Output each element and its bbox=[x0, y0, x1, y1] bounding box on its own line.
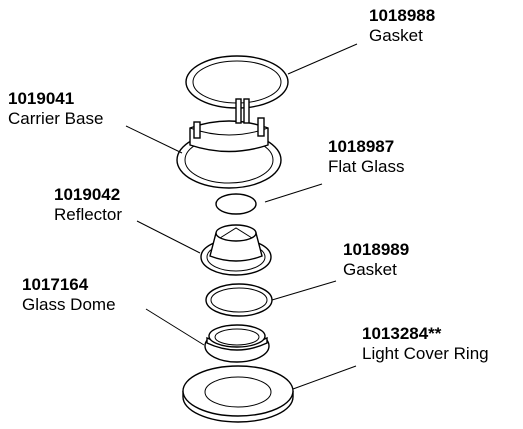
gasket-middle-drawing bbox=[205, 283, 273, 317]
part-number: 1018989 bbox=[343, 240, 410, 259]
part-number: 1018988 bbox=[369, 6, 436, 25]
callout-gasket-top: 1018988 Gasket bbox=[369, 6, 435, 46]
callout-flat-glass: 1018987 Flat Glass bbox=[328, 137, 405, 177]
part-name: Flat Glass bbox=[328, 157, 405, 176]
carrier-base-drawing bbox=[176, 98, 282, 189]
leader-1019042 bbox=[136, 220, 201, 254]
leader-lines bbox=[125, 43, 358, 390]
part-name: Gasket bbox=[369, 26, 423, 45]
part-name: Reflector bbox=[54, 205, 123, 224]
callout-carrier-base: 1019041 Carrier Base bbox=[8, 89, 103, 129]
reflector-drawing bbox=[200, 224, 272, 276]
part-number: 1013284** bbox=[362, 324, 442, 343]
light-cover-ring-drawing bbox=[182, 365, 294, 423]
part-name: Carrier Base bbox=[8, 109, 104, 128]
callout-gasket-middle: 1018989 Gasket bbox=[343, 240, 409, 280]
part-name: Gasket bbox=[343, 260, 397, 279]
leader-1017164 bbox=[145, 308, 205, 346]
part-number: 1019042 bbox=[54, 185, 121, 204]
leader-1018989 bbox=[271, 280, 337, 301]
part-name: Light Cover Ring bbox=[362, 344, 489, 363]
part-number: 1019041 bbox=[8, 89, 75, 108]
callout-light-cover-ring: 1013284** Light Cover Ring bbox=[362, 324, 489, 364]
flat-glass-drawing bbox=[215, 193, 257, 215]
part-number: 1018987 bbox=[328, 137, 395, 156]
glass-dome-drawing bbox=[204, 324, 270, 363]
leader-1013284 bbox=[292, 365, 357, 390]
leader-1018988 bbox=[287, 43, 358, 75]
leader-1019041 bbox=[125, 125, 183, 154]
part-number: 1017164 bbox=[22, 275, 89, 294]
leader-1018987 bbox=[264, 183, 323, 203]
part-name: Glass Dome bbox=[22, 295, 116, 314]
callout-reflector: 1019042 Reflector bbox=[54, 185, 122, 225]
callout-glass-dome: 1017164 Glass Dome bbox=[22, 275, 116, 315]
